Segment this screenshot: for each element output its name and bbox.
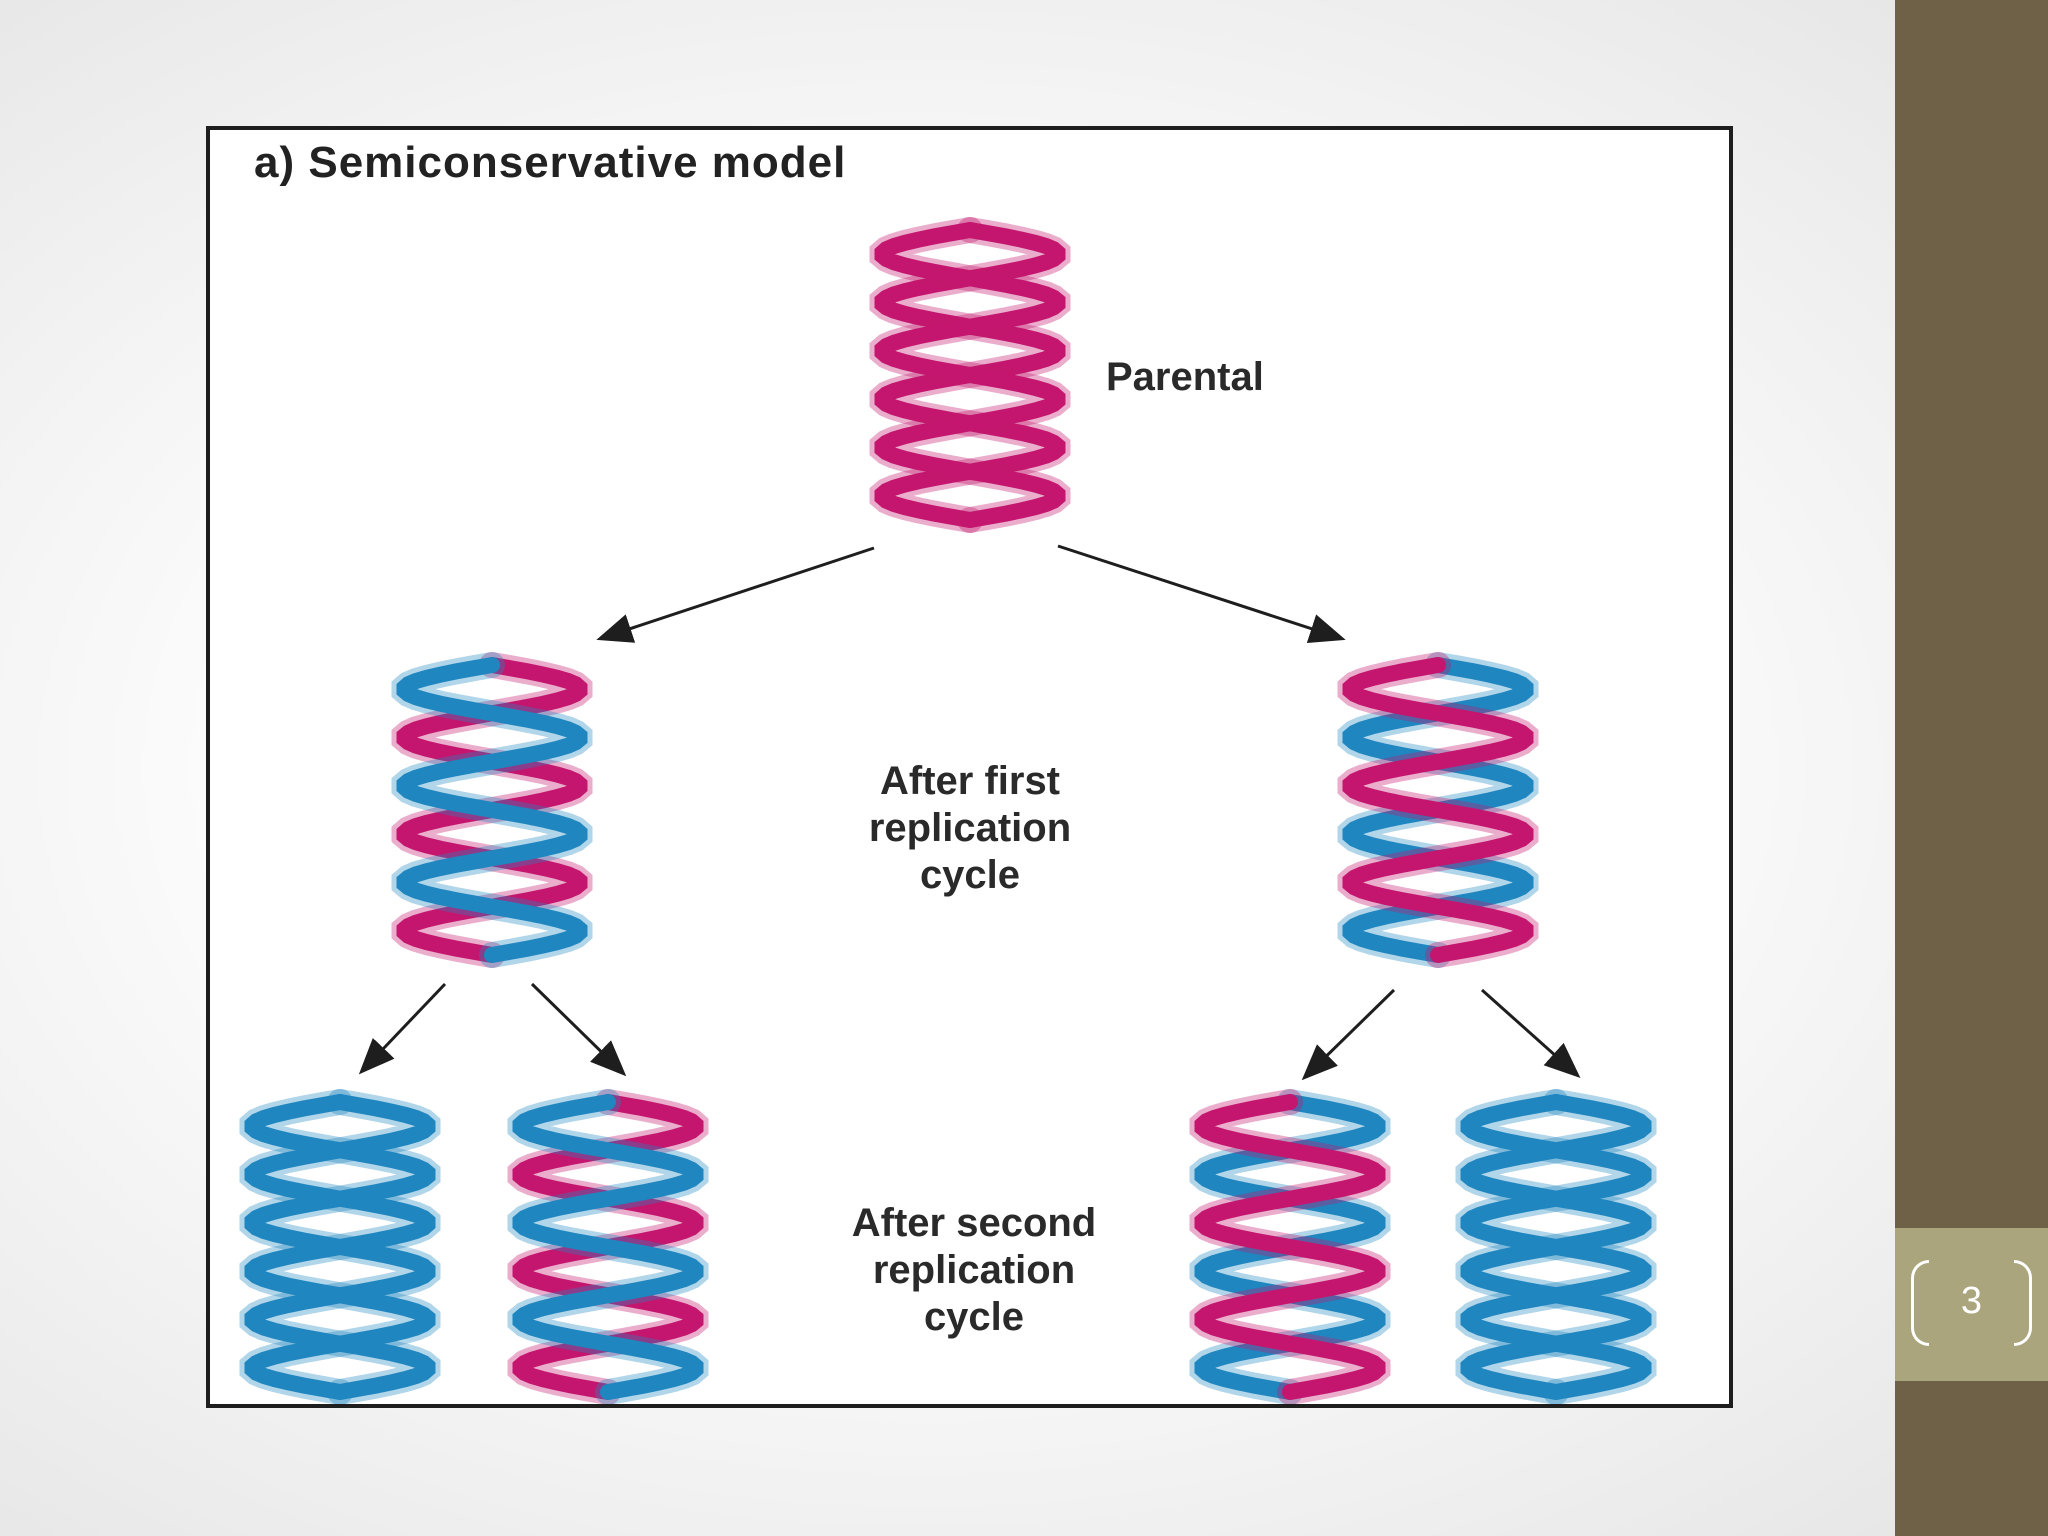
arrow-right-to-gen2-c — [1301, 988, 1396, 1081]
figure-frame: a) Semiconservative model Parental After… — [206, 126, 1733, 1408]
right-bracket-icon — [2014, 1260, 2032, 1346]
helix-gen1-left — [391, 652, 593, 968]
helix-gen1-right-strand-b — [1342, 657, 1534, 963]
arrow-parental-to-right — [1057, 544, 1346, 643]
helix-gen1-left-strand-b — [396, 657, 588, 963]
arrow-right-to-gen2-d — [1481, 988, 1581, 1078]
label-after-first-cycle: After first replication cycle — [868, 759, 1072, 897]
helix-gen2-d — [1455, 1089, 1657, 1404]
helix-gen2-a-strand-b — [244, 1094, 436, 1400]
label-after-second-cycle: After second replication cycle — [851, 1201, 1097, 1339]
helix-gen1-right — [1337, 652, 1539, 968]
replication-diagram — [239, 217, 1657, 1404]
label-parental: Parental — [1106, 355, 1264, 399]
helix-gen2-c — [1189, 1089, 1391, 1404]
helix-layer — [239, 217, 1657, 1404]
page-number-badge: 3 — [1895, 1228, 2048, 1381]
helix-gen2-b — [507, 1089, 709, 1404]
arrow-parental-to-left — [596, 546, 875, 643]
arrow-left-to-gen2-a — [358, 982, 447, 1075]
helix-parental-strand-b — [874, 222, 1066, 528]
figure-title: a) Semiconservative model — [254, 138, 847, 187]
helix-gen2-b-strand-b — [512, 1094, 704, 1400]
helix-gen2-a — [239, 1089, 441, 1404]
arrow-left-to-gen2-b — [530, 982, 627, 1077]
helix-parental — [869, 217, 1071, 533]
page-number: 3 — [1960, 1280, 1983, 1322]
helix-gen2-c-strand-b — [1194, 1094, 1386, 1400]
helix-gen2-d-strand-b — [1460, 1094, 1652, 1400]
